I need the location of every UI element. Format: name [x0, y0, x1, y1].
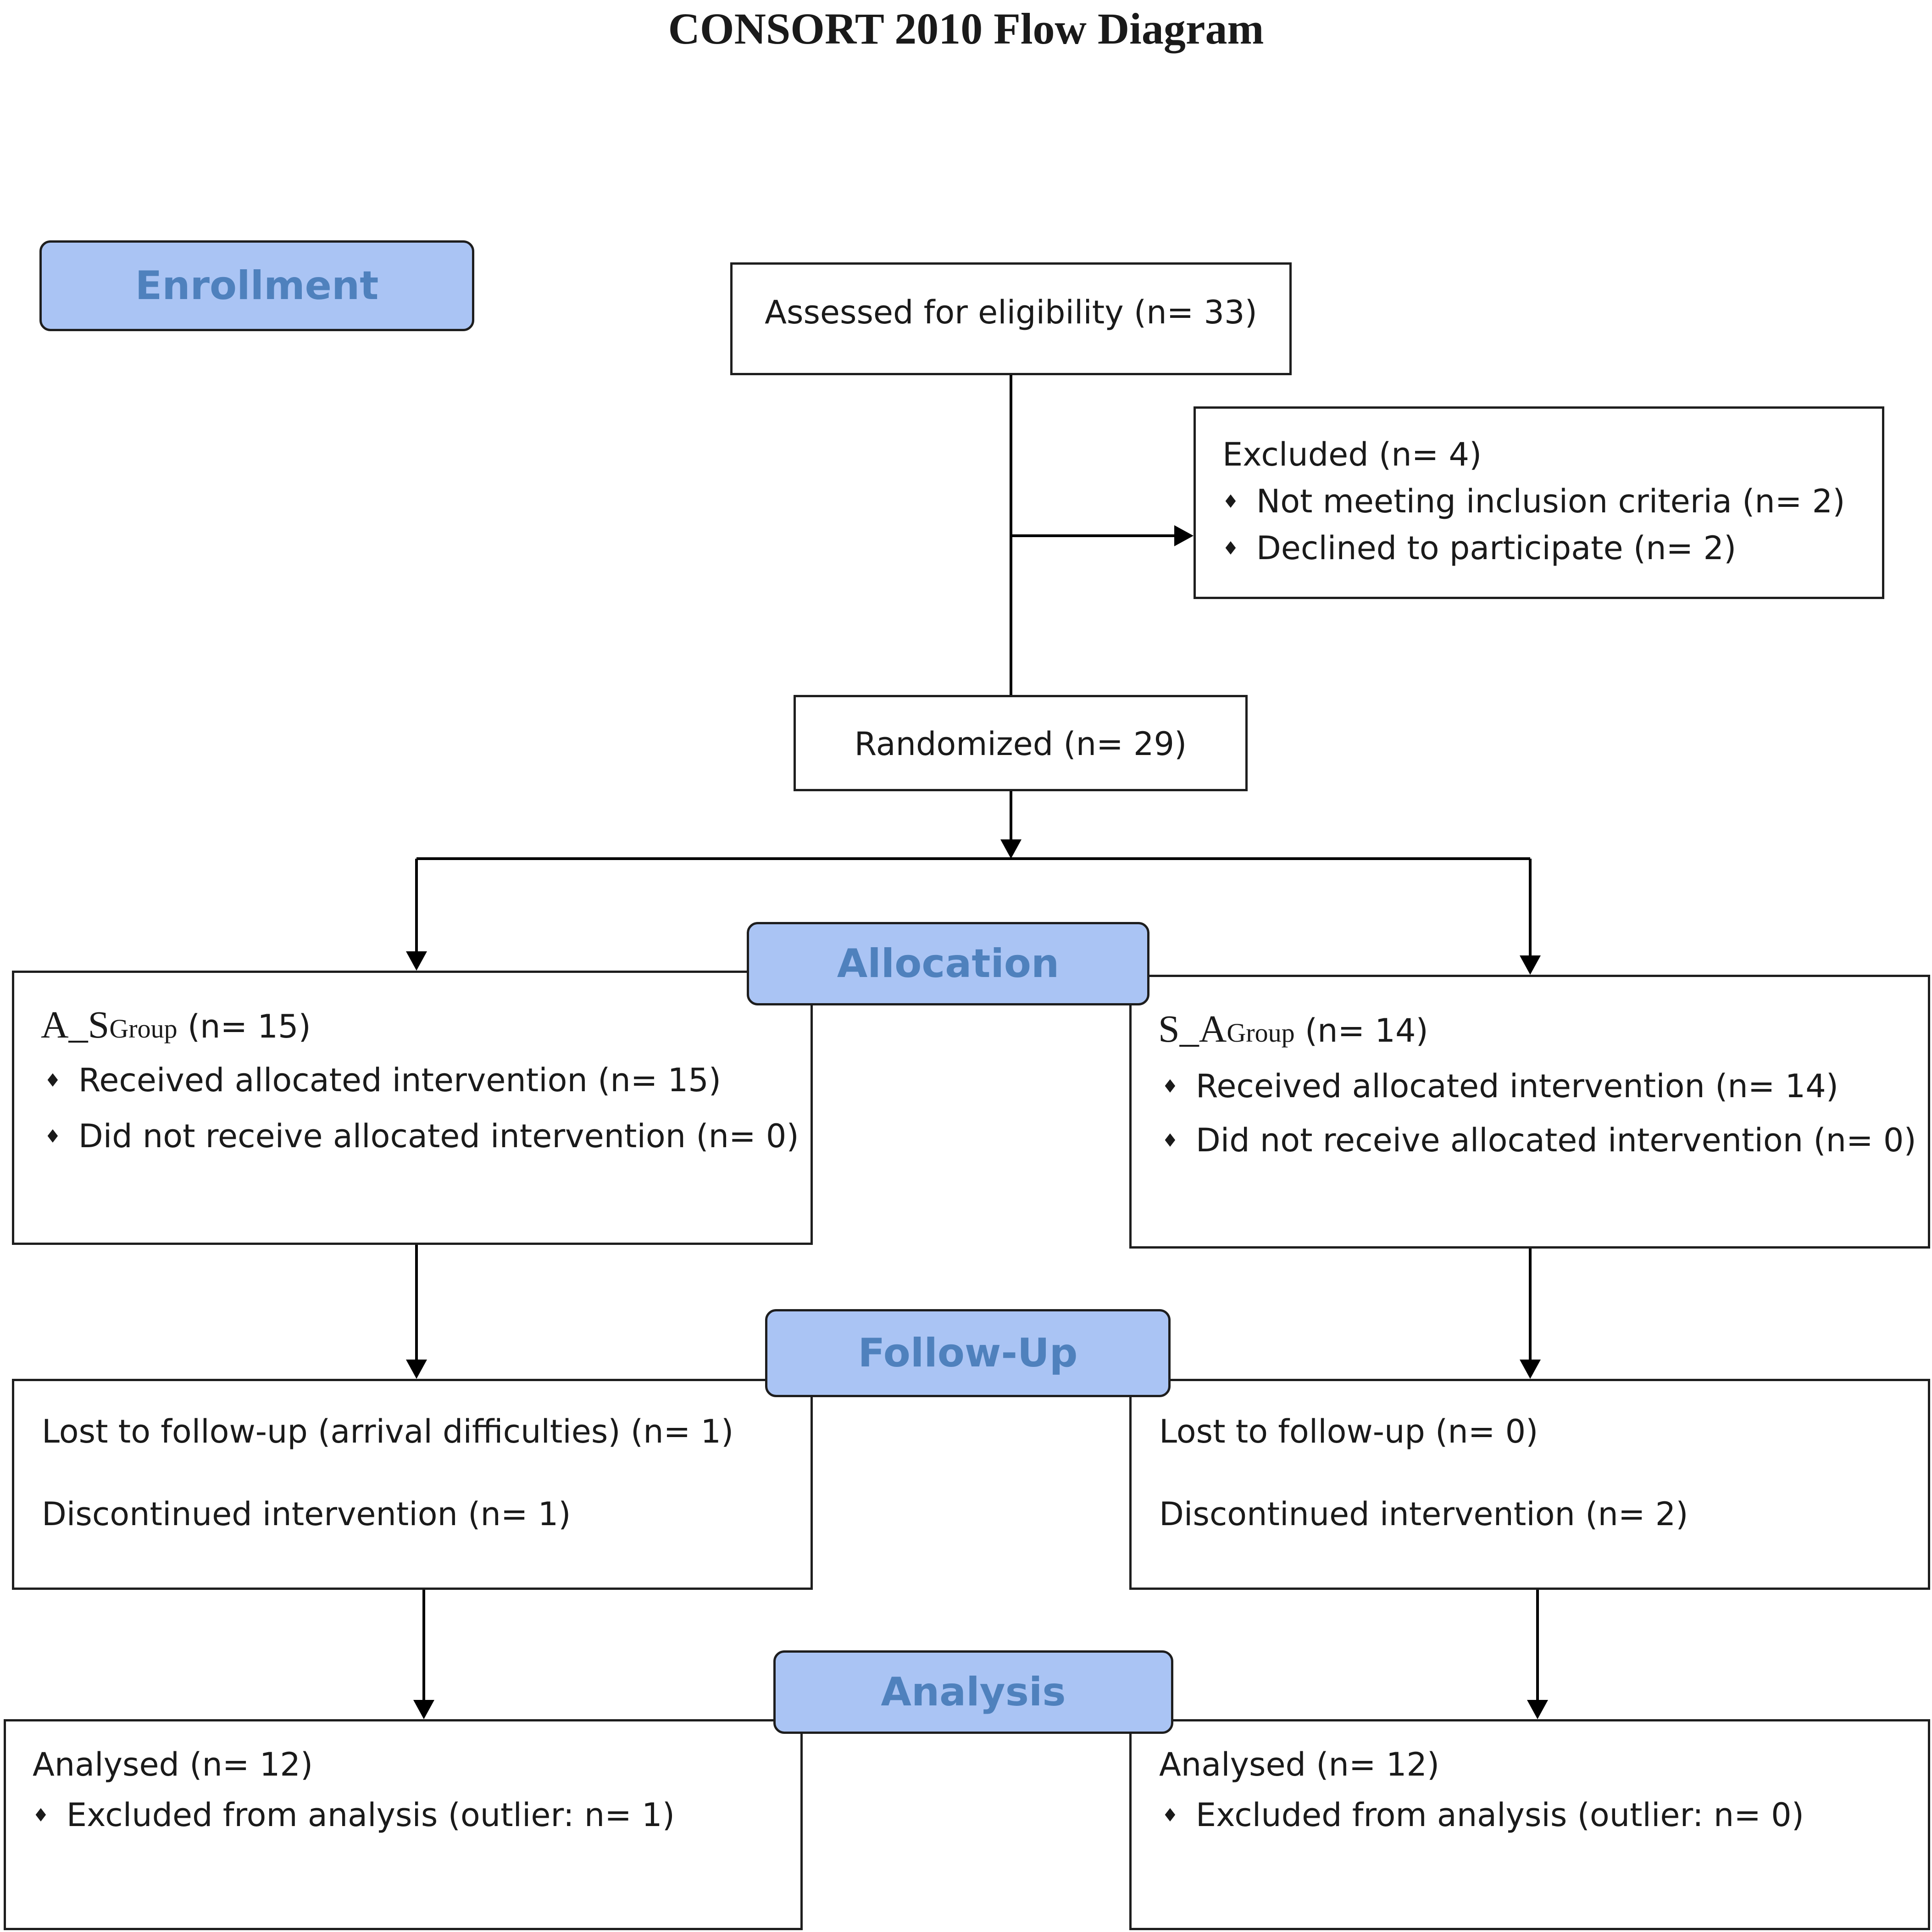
group-label-right: S_AGroup (n= 14): [1158, 1010, 1428, 1052]
bullet-icon: ♦: [1162, 1130, 1178, 1151]
arrowhead-right-followup: [1520, 1360, 1541, 1379]
analysis-excluded-item: ♦ Excluded from analysis (outlier: n= 1): [33, 1796, 675, 1835]
box-analysis-left: Analysed (n= 12) ♦ Excluded from analysis…: [4, 1719, 803, 1930]
bullet-icon: ♦: [44, 1126, 61, 1147]
followup-item: Lost to follow-up (n= 0): [1159, 1413, 1538, 1450]
stage-label-enrollment-text: Enrollment: [135, 263, 379, 309]
bullet-icon: ♦: [33, 1805, 49, 1826]
group-name: S_A: [1158, 1008, 1227, 1050]
stage-label-follow-up: Follow-Up: [765, 1309, 1171, 1397]
analysis-excluded-text: Excluded from analysis (outlier: n= 1): [66, 1796, 675, 1834]
allocation-item: ♦ Did not receive allocated intervention …: [44, 1117, 799, 1156]
stage-label-allocation: Allocation: [747, 922, 1149, 1005]
box-excluded: Excluded (n= 4) ♦ Not meeting inclusion c…: [1194, 406, 1884, 599]
excluded-item: ♦ Declined to participate (n= 2): [1222, 529, 1736, 568]
group-subscript: Group: [109, 1014, 178, 1044]
stage-label-follow-up-text: Follow-Up: [858, 1330, 1078, 1376]
group-count: (n= 14): [1294, 1012, 1428, 1049]
group-label-left: A_SGroup (n= 15): [41, 1006, 311, 1048]
diagram-title: CONSORT 2010 Flow Diagram: [668, 4, 1264, 53]
box-analysis-right: Analysed (n= 12) ♦ Excluded from analysis…: [1129, 1719, 1930, 1930]
bullet-icon: ♦: [1222, 538, 1239, 559]
allocation-item-text: Received allocated intervention (n= 15): [78, 1061, 722, 1099]
box-followup-right: Lost to follow-up (n= 0) Discontinued in…: [1129, 1379, 1930, 1590]
arrowhead-excluded: [1174, 525, 1194, 546]
bullet-icon: ♦: [1162, 1076, 1178, 1097]
followup-item: Discontinued intervention (n= 2): [1159, 1495, 1688, 1533]
followup-item: Lost to follow-up (arrival difficulties)…: [42, 1413, 734, 1450]
bullet-icon: ♦: [1222, 491, 1239, 512]
allocation-item-text: Did not receive allocated intervention (…: [1195, 1121, 1916, 1159]
allocation-item-text: Did not receive allocated intervention (…: [78, 1117, 799, 1155]
allocation-item: ♦ Did not receive allocated intervention …: [1162, 1121, 1916, 1160]
allocation-item: ♦ Received allocated intervention (n= 15): [44, 1061, 721, 1100]
stage-label-analysis-text: Analysis: [881, 1669, 1066, 1715]
arrowhead-left-allocation: [406, 951, 427, 971]
excluded-item: ♦ Not meeting inclusion criteria (n= 2): [1222, 482, 1845, 521]
box-randomized: Randomized (n= 29): [794, 695, 1248, 791]
arrowhead-left-followup: [406, 1360, 427, 1379]
analysis-excluded-text: Excluded from analysis (outlier: n= 0): [1195, 1796, 1804, 1834]
followup-item: Discontinued intervention (n= 1): [42, 1495, 571, 1533]
arrowhead-right-analysis: [1527, 1700, 1548, 1719]
group-subscript: Group: [1227, 1018, 1295, 1048]
excluded-heading: Excluded (n= 4): [1222, 436, 1482, 473]
box-allocation-left: A_SGroup (n= 15) ♦ Received allocated int…: [12, 971, 813, 1245]
randomized-text: Randomized (n= 29): [854, 725, 1187, 763]
stage-label-allocation-text: Allocation: [837, 941, 1060, 987]
arrowhead-right-allocation: [1520, 955, 1541, 975]
excluded-item-text: Declined to participate (n= 2): [1256, 529, 1737, 567]
arrowhead-left-analysis: [413, 1700, 434, 1719]
bullet-icon: ♦: [1162, 1805, 1178, 1826]
arrowhead-split: [1000, 839, 1022, 859]
assessed-text: Assessed for eligibility (n= 33): [765, 294, 1257, 331]
allocation-item: ♦ Received allocated intervention (n= 14): [1162, 1067, 1838, 1106]
box-allocation-right: S_AGroup (n= 14) ♦ Received allocated int…: [1129, 975, 1930, 1249]
analysed-text: Analysed (n= 12): [1159, 1746, 1440, 1783]
analysis-excluded-item: ♦ Excluded from analysis (outlier: n= 0): [1162, 1796, 1804, 1835]
analysed-text: Analysed (n= 12): [33, 1746, 313, 1783]
excluded-item-text: Not meeting inclusion criteria (n= 2): [1256, 483, 1845, 520]
bullet-icon: ♦: [44, 1070, 61, 1091]
stage-label-enrollment: Enrollment: [39, 240, 474, 331]
group-name: A_S: [41, 1004, 110, 1046]
box-followup-left: Lost to follow-up (arrival difficulties)…: [12, 1379, 813, 1590]
stage-label-analysis: Analysis: [773, 1650, 1173, 1734]
box-assessed-eligibility: Assessed for eligibility (n= 33): [730, 262, 1292, 375]
group-count: (n= 15): [177, 1008, 311, 1045]
allocation-item-text: Received allocated intervention (n= 14): [1195, 1067, 1839, 1105]
